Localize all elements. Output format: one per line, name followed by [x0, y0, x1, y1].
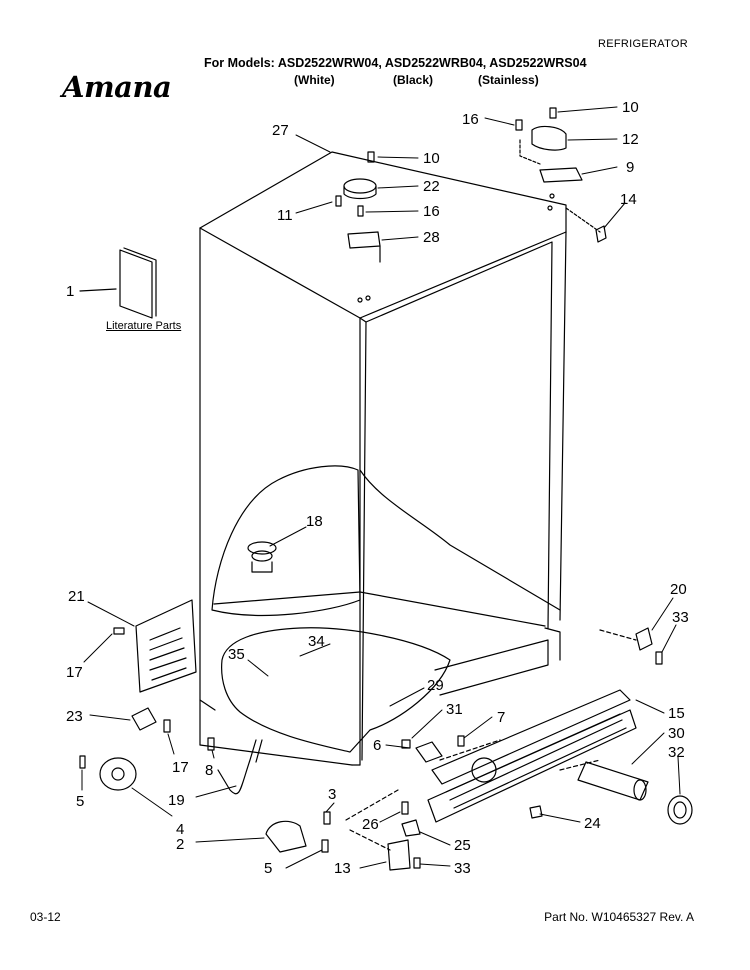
callout-13: 13: [334, 860, 351, 877]
models-line: For Models: ASD2522WRW04, ASD2522WRB04, …: [204, 56, 587, 70]
callout-19: 19: [168, 792, 185, 809]
callout-17-lower: 17: [172, 759, 189, 776]
callout-numbers: 27 10 16 10 12 9 14 22 11 16 28 1 18 21 …: [66, 99, 689, 877]
callout-30: 30: [668, 725, 685, 742]
footer-part-number: Part No. W10465327 Rev. A: [544, 910, 694, 924]
callout-31: 31: [446, 701, 463, 718]
callout-32: 32: [668, 744, 685, 761]
part-bottom-center-components: [387, 735, 543, 871]
dashed-connectors: [345, 629, 637, 851]
callout-2: 2: [176, 836, 184, 853]
callout-12: 12: [622, 131, 639, 148]
part-right-components: [577, 627, 693, 825]
callout-33-bottom: 33: [454, 860, 471, 877]
callout-3: 3: [328, 786, 336, 803]
leader-lines: [81, 106, 681, 869]
variant-black: (Black): [393, 73, 434, 87]
callout-29: 29: [427, 677, 444, 694]
callout-16-right: 16: [462, 111, 479, 128]
part-literature-booklet: [79, 247, 157, 319]
callout-23: 23: [66, 708, 83, 725]
interior-cutaway-lower: [221, 627, 561, 753]
brand-logo: Amana: [62, 70, 172, 104]
interior-cutaway-upper: [211, 465, 561, 627]
variant-stainless: (Stainless): [478, 73, 539, 87]
variant-white: (White): [294, 73, 335, 87]
callout-8: 8: [205, 762, 213, 779]
callout-24: 24: [584, 815, 601, 832]
literature-parts-label: Literature Parts: [106, 320, 182, 332]
callout-15: 15: [668, 705, 685, 722]
category-title: REFRIGERATOR: [598, 38, 688, 50]
callout-35: 35: [228, 646, 245, 663]
callout-11: 11: [277, 207, 293, 224]
part-top-hinge-center: [335, 151, 381, 303]
callout-17-upper: 17: [66, 664, 83, 681]
callout-28: 28: [423, 229, 440, 246]
callout-16-center: 16: [423, 203, 440, 220]
callout-22: 22: [423, 178, 440, 195]
part-base-grille: [427, 689, 637, 823]
part-machine-cover: [113, 599, 197, 693]
callout-26: 26: [362, 816, 379, 833]
callout-5-left: 5: [76, 793, 84, 810]
footer-date: 03-12: [30, 910, 61, 924]
cabinet-outline: [199, 151, 567, 766]
callout-6: 6: [373, 737, 381, 754]
callout-25: 25: [454, 837, 471, 854]
callout-4: 4: [176, 821, 184, 838]
callout-20: 20: [670, 581, 687, 598]
callout-21: 21: [68, 588, 85, 605]
callout-1: 1: [66, 283, 74, 300]
callout-18: 18: [306, 513, 323, 530]
part-bottom-left-components: [79, 707, 331, 853]
callout-5-bottom: 5: [264, 860, 272, 877]
callout-33-right: 33: [672, 609, 689, 626]
callout-9: 9: [626, 159, 634, 176]
callout-27: 27: [272, 122, 289, 139]
callout-34: 34: [308, 633, 325, 650]
callout-10-center: 10: [423, 150, 440, 167]
callout-7: 7: [497, 709, 505, 726]
callout-10-right: 10: [622, 99, 639, 116]
part-top-hinge-right: [515, 107, 607, 243]
callout-14: 14: [620, 191, 637, 208]
